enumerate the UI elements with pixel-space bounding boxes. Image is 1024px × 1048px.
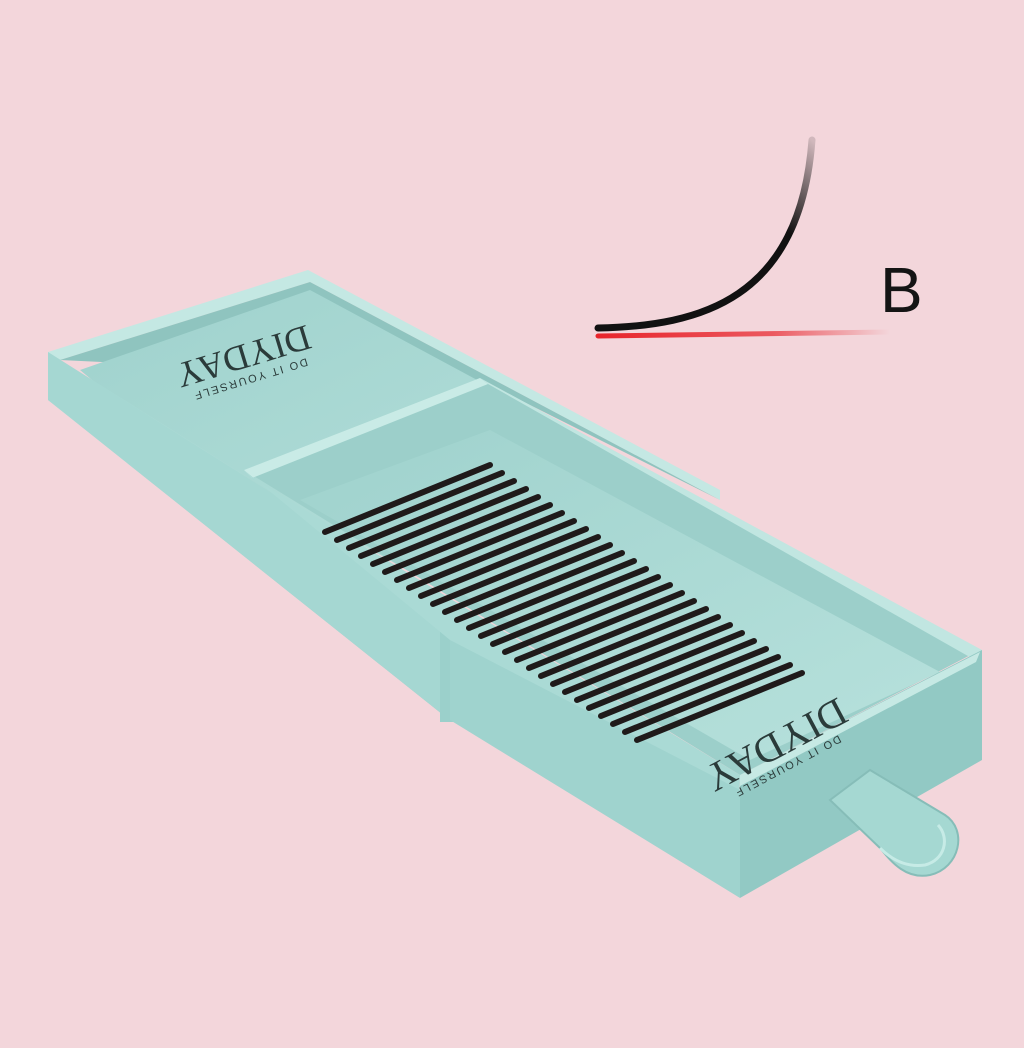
curl-base-line [595,329,893,339]
lash-strips [322,462,805,743]
lash-curl-line [594,136,816,332]
pull-tab [828,768,960,877]
curl-type-label: B [880,254,923,326]
curl-diagram [594,136,893,339]
lash-drawer: DIYDAY DO IT YOURSELF [244,378,982,898]
